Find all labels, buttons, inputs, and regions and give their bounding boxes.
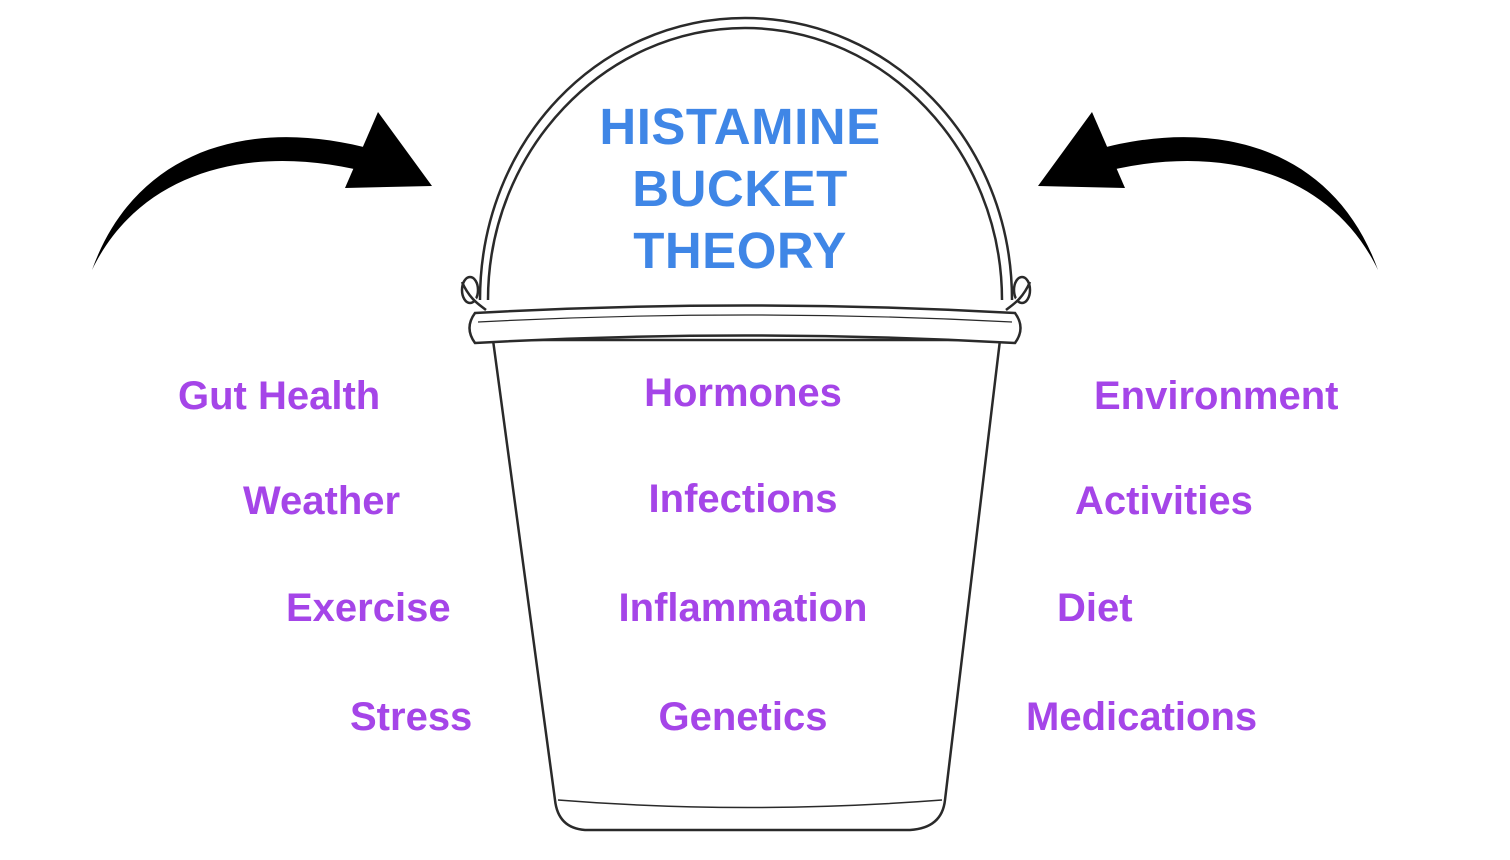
factor-gut-health: Gut Health — [178, 374, 381, 418]
factor-exercise: Exercise — [286, 586, 451, 630]
factor-stress: Stress — [350, 695, 473, 739]
factor-environment: Environment — [1094, 374, 1339, 418]
factor-medications: Medications — [1026, 695, 1258, 739]
factor-weather: Weather — [243, 479, 401, 523]
bucket-body — [491, 338, 1002, 832]
title-line-3: THEORY — [633, 222, 847, 279]
factor-activities: Activities — [1075, 479, 1253, 523]
factor-infections: Infections — [648, 477, 838, 521]
factor-inflammation: Inflammation — [618, 586, 868, 630]
curved-arrow-left-icon — [1038, 112, 1378, 270]
bucket-handle — [478, 16, 1014, 301]
factor-hormones: Hormones — [644, 371, 842, 415]
title-line-2: BUCKET — [632, 160, 848, 217]
factor-diet: Diet — [1057, 586, 1133, 630]
title-line-1: HISTAMINE — [599, 98, 881, 155]
bucket-rim — [468, 304, 1022, 345]
curved-arrow-right-icon — [92, 112, 432, 270]
bucket-handle-ears — [460, 275, 1032, 311]
factor-genetics: Genetics — [658, 695, 828, 739]
